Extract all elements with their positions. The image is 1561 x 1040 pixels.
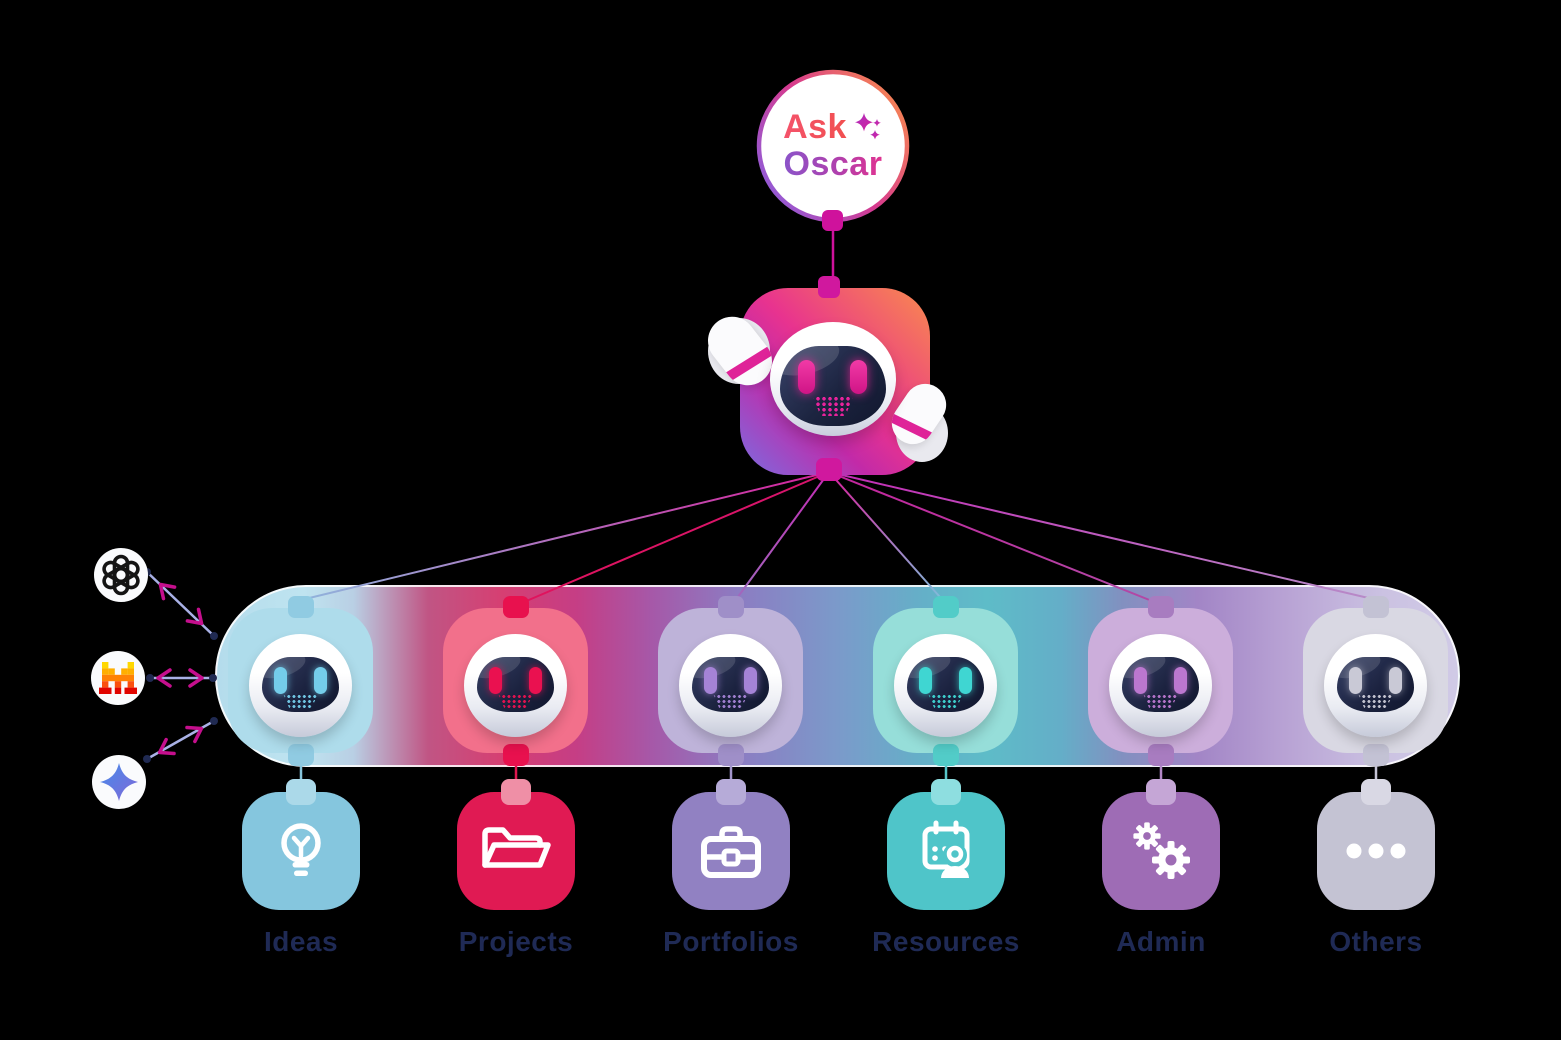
category-label-admin: Admin	[1116, 926, 1206, 957]
gears-icon	[1133, 822, 1190, 879]
sparkle-icon	[854, 112, 881, 139]
ask-oscar-badge: Ask Oscar	[756, 69, 910, 223]
link-hub-to-portfolios	[731, 471, 830, 606]
ellipsis-icon	[1346, 843, 1406, 859]
category-label-resources: Resources	[872, 926, 1020, 957]
tile-top-tab	[717, 596, 744, 618]
agent-eye-right	[529, 667, 542, 694]
lightbulb-icon	[281, 823, 321, 876]
agent-mouth	[1358, 694, 1393, 709]
category-tab	[286, 779, 316, 805]
category-tab	[1361, 779, 1391, 805]
agent-mouth	[498, 694, 533, 709]
agents-gradient-band	[215, 585, 1460, 767]
tile-top-tab	[1147, 596, 1174, 618]
category-admin	[1102, 779, 1220, 910]
agent-eye-right	[1174, 667, 1187, 694]
agent-robot-face	[1337, 657, 1414, 712]
tile-bottom-tab	[1147, 744, 1174, 766]
category-projects	[457, 779, 575, 910]
main-robot-mascot	[698, 270, 960, 490]
agent-eye-left	[919, 667, 932, 694]
provider-mistral	[91, 651, 145, 705]
robot-eye-left	[798, 360, 815, 394]
category-tab	[931, 779, 961, 805]
calendar-user-icon	[922, 820, 970, 878]
mistral-logo	[99, 662, 137, 694]
arrow-openai-band	[143, 568, 218, 640]
tile-bottom-tab	[932, 744, 959, 766]
agent-robot-face	[692, 657, 769, 712]
provider-gemini	[92, 755, 146, 809]
tile-top-tab	[1362, 596, 1389, 618]
agent-eye-right	[1389, 667, 1402, 694]
agent-robot-face	[907, 657, 984, 712]
category-others	[1317, 779, 1435, 910]
link-hub-to-others	[828, 471, 1378, 601]
category-tab	[716, 779, 746, 805]
agent-tile-ideas	[228, 596, 373, 766]
category-label-portfolios: Portfolios	[663, 926, 799, 957]
robot-eye-right	[850, 360, 867, 394]
agent-eye-left	[704, 667, 717, 694]
badge-title-line2: Oscar	[783, 145, 883, 183]
badge-connector-tab	[822, 210, 843, 231]
open-folder-icon	[482, 827, 551, 868]
tile-top-tab	[502, 596, 529, 618]
agent-eye-left	[489, 667, 502, 694]
category-resources	[887, 779, 1005, 910]
agent-tile-resources	[873, 596, 1018, 766]
badge-title-line1: Ask	[783, 108, 847, 146]
link-hub-to-resources	[828, 471, 948, 606]
agent-robot-face	[262, 657, 339, 712]
agent-robot-face	[477, 657, 554, 712]
openai-logo	[102, 554, 140, 596]
arrow-gemini-band	[143, 717, 218, 763]
agent-robot-face	[1122, 657, 1199, 712]
category-tab	[1146, 779, 1176, 805]
agent-tile-portfolios	[658, 596, 803, 766]
category-label-others: Others	[1329, 926, 1423, 957]
agent-mouth	[713, 694, 748, 709]
agent-eye-right	[959, 667, 972, 694]
gemini-sparkle-logo	[100, 763, 138, 801]
tile-bottom-tab	[287, 744, 314, 766]
agent-eye-left	[1134, 667, 1147, 694]
agent-tile-others	[1303, 596, 1448, 766]
briefcase-icon	[701, 826, 761, 878]
link-hub-to-admin	[828, 471, 1163, 606]
agent-eye-right	[744, 667, 757, 694]
tile-top-tab	[932, 596, 959, 618]
robot-top-tab	[818, 276, 840, 298]
category-label-projects: Projects	[458, 926, 574, 957]
link-hub-to-projects	[516, 471, 830, 606]
agent-tile-projects	[443, 596, 588, 766]
arrow-mistral-band	[146, 668, 217, 688]
category-portfolios	[672, 779, 790, 910]
tile-top-tab	[287, 596, 314, 618]
provider-openai	[94, 548, 148, 602]
tile-bottom-tab	[502, 744, 529, 766]
category-ideas	[242, 779, 360, 910]
agent-eye-right	[314, 667, 327, 694]
robot-bottom-tab	[816, 458, 842, 481]
tile-bottom-tab	[717, 744, 744, 766]
robot-mouth	[812, 396, 854, 416]
agent-mouth	[1143, 694, 1178, 709]
agent-tile-admin	[1088, 596, 1233, 766]
agent-mouth	[928, 694, 963, 709]
badge-title: Ask Oscar	[756, 69, 910, 223]
agent-eye-left	[274, 667, 287, 694]
category-tab	[501, 779, 531, 805]
category-label-ideas: Ideas	[263, 926, 339, 957]
robot-face	[780, 346, 886, 426]
link-hub-to-ideas	[300, 471, 830, 601]
agent-eye-left	[1349, 667, 1362, 694]
tile-bottom-tab	[1362, 744, 1389, 766]
agent-mouth	[283, 694, 318, 709]
